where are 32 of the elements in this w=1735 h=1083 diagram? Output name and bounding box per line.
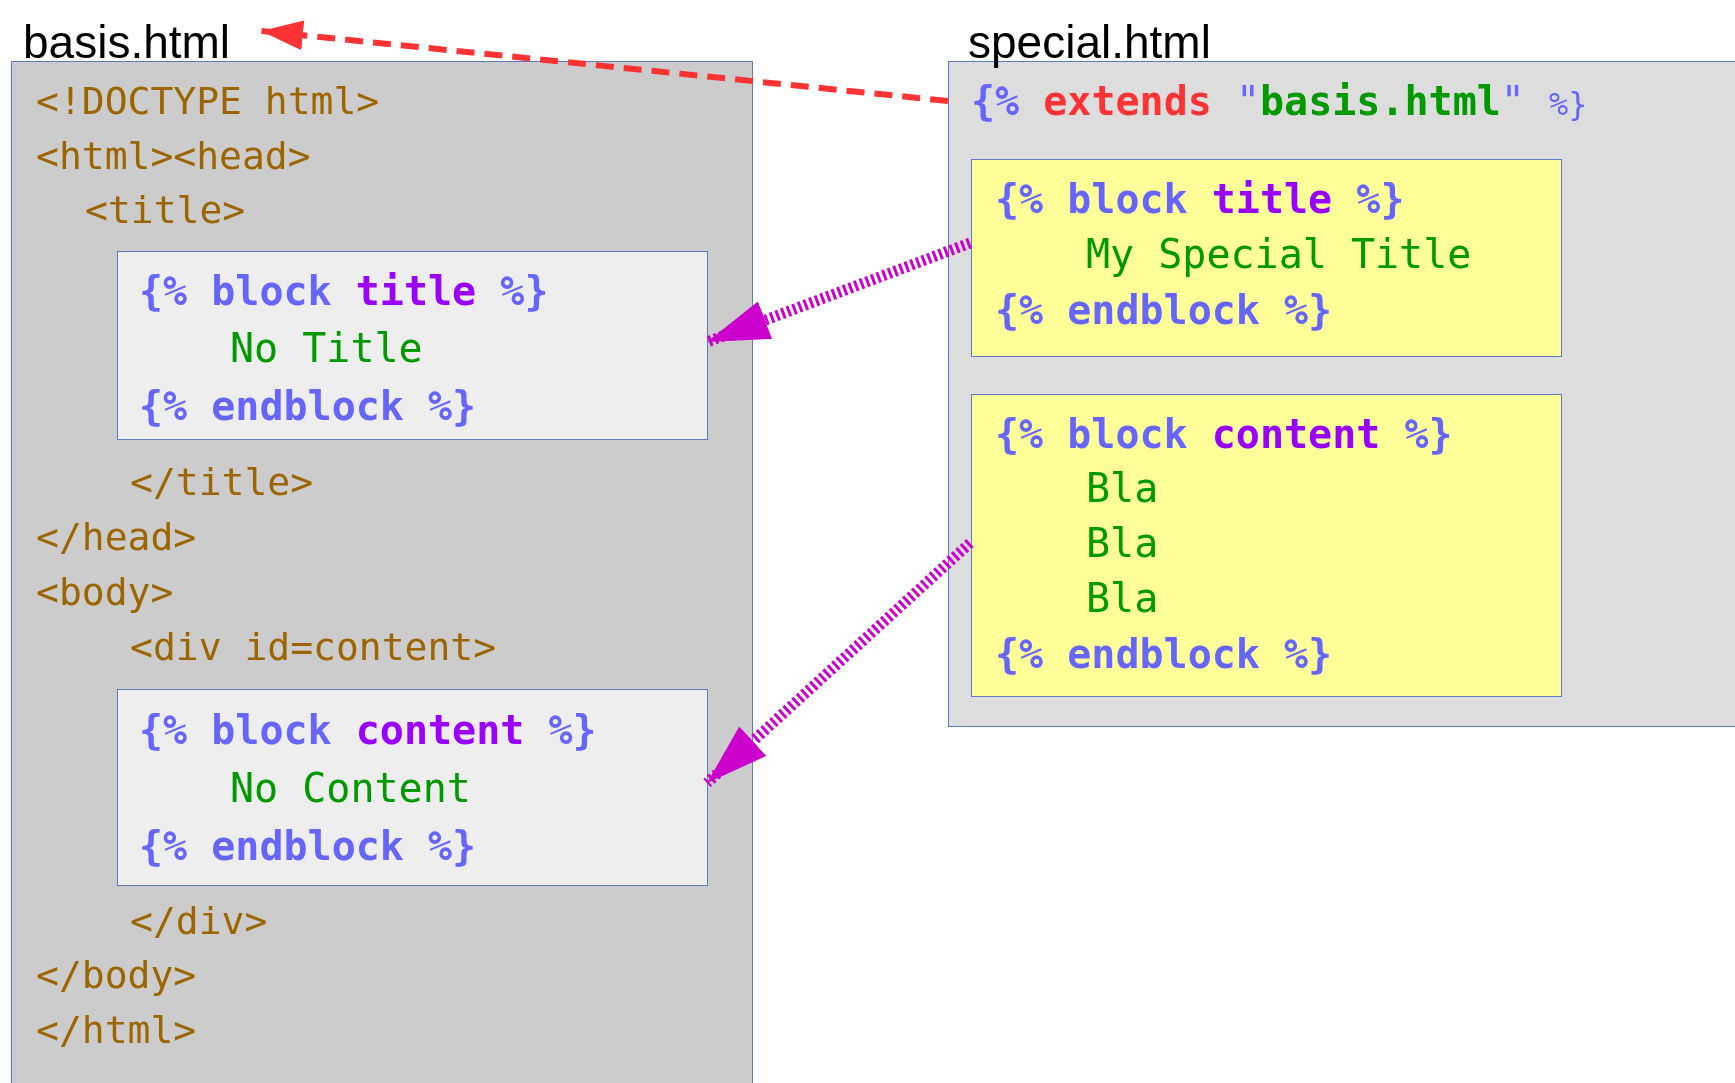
code-line: {% endblock %} bbox=[139, 826, 477, 866]
code-line: No Title bbox=[230, 328, 423, 368]
code-line: {% block title %} bbox=[995, 179, 1405, 219]
code-line: <body> bbox=[36, 573, 174, 611]
code-line: No Content bbox=[230, 768, 471, 808]
code-line: {% block content %} bbox=[995, 414, 1453, 454]
code-line: <html><head> bbox=[36, 137, 311, 175]
file-name-heading: basis.html bbox=[23, 19, 231, 65]
code-line: </html> bbox=[36, 1011, 197, 1049]
code-line: </head> bbox=[36, 518, 197, 556]
code-line: Bla bbox=[1086, 468, 1159, 508]
code-line: {% endblock %} bbox=[995, 634, 1333, 674]
code-line: Bla bbox=[1086, 578, 1159, 618]
code-line: Bla bbox=[1086, 523, 1159, 563]
code-block bbox=[971, 394, 1562, 697]
code-line: {% endblock %} bbox=[139, 386, 477, 426]
code-block bbox=[971, 159, 1562, 357]
code-line: </div> bbox=[130, 902, 268, 940]
arrow bbox=[260, 20, 949, 104]
code-block bbox=[117, 689, 708, 886]
arrow bbox=[703, 538, 974, 788]
code-line: <!DOCTYPE html> bbox=[36, 82, 380, 120]
code-line: </title> bbox=[130, 463, 314, 501]
code-line: {% block content %} bbox=[139, 710, 597, 750]
arrow bbox=[705, 237, 972, 348]
code-line: {% block title %} bbox=[139, 271, 549, 311]
code-block bbox=[117, 251, 708, 440]
code-line: </body> bbox=[36, 956, 197, 994]
code-line: <div id=content> bbox=[130, 628, 497, 666]
code-line: <title> bbox=[85, 191, 246, 229]
code-line: {% extends "basis.html" %} bbox=[971, 81, 1588, 121]
code-line: {% endblock %} bbox=[995, 290, 1333, 330]
